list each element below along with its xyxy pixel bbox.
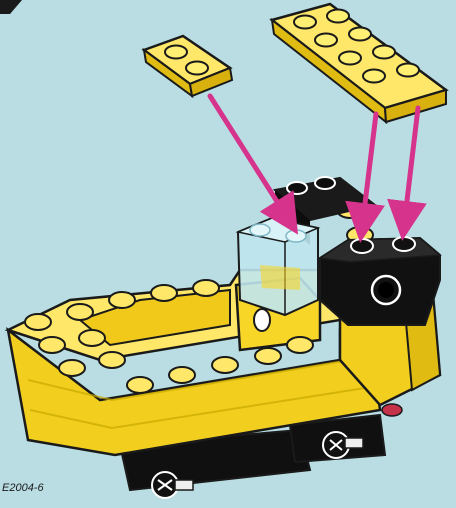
- wheel-right: [322, 431, 364, 459]
- wheel-left: [151, 471, 194, 499]
- loose-plate-1x2: [141, 34, 234, 99]
- arrow-plate-2x4-right: [387, 105, 427, 241]
- placement-arrows: [207, 93, 427, 243]
- corner-fragment: [0, 0, 22, 14]
- black-brick-round-hole: [317, 236, 442, 326]
- transparent-brick-1x1: [235, 216, 321, 317]
- loose-plate-2x4: [269, 2, 449, 125]
- arrow-plate-1x2: [207, 93, 299, 235]
- arrow-plate-2x4-left: [345, 111, 385, 243]
- figure-code-label: E2004-6: [2, 482, 44, 494]
